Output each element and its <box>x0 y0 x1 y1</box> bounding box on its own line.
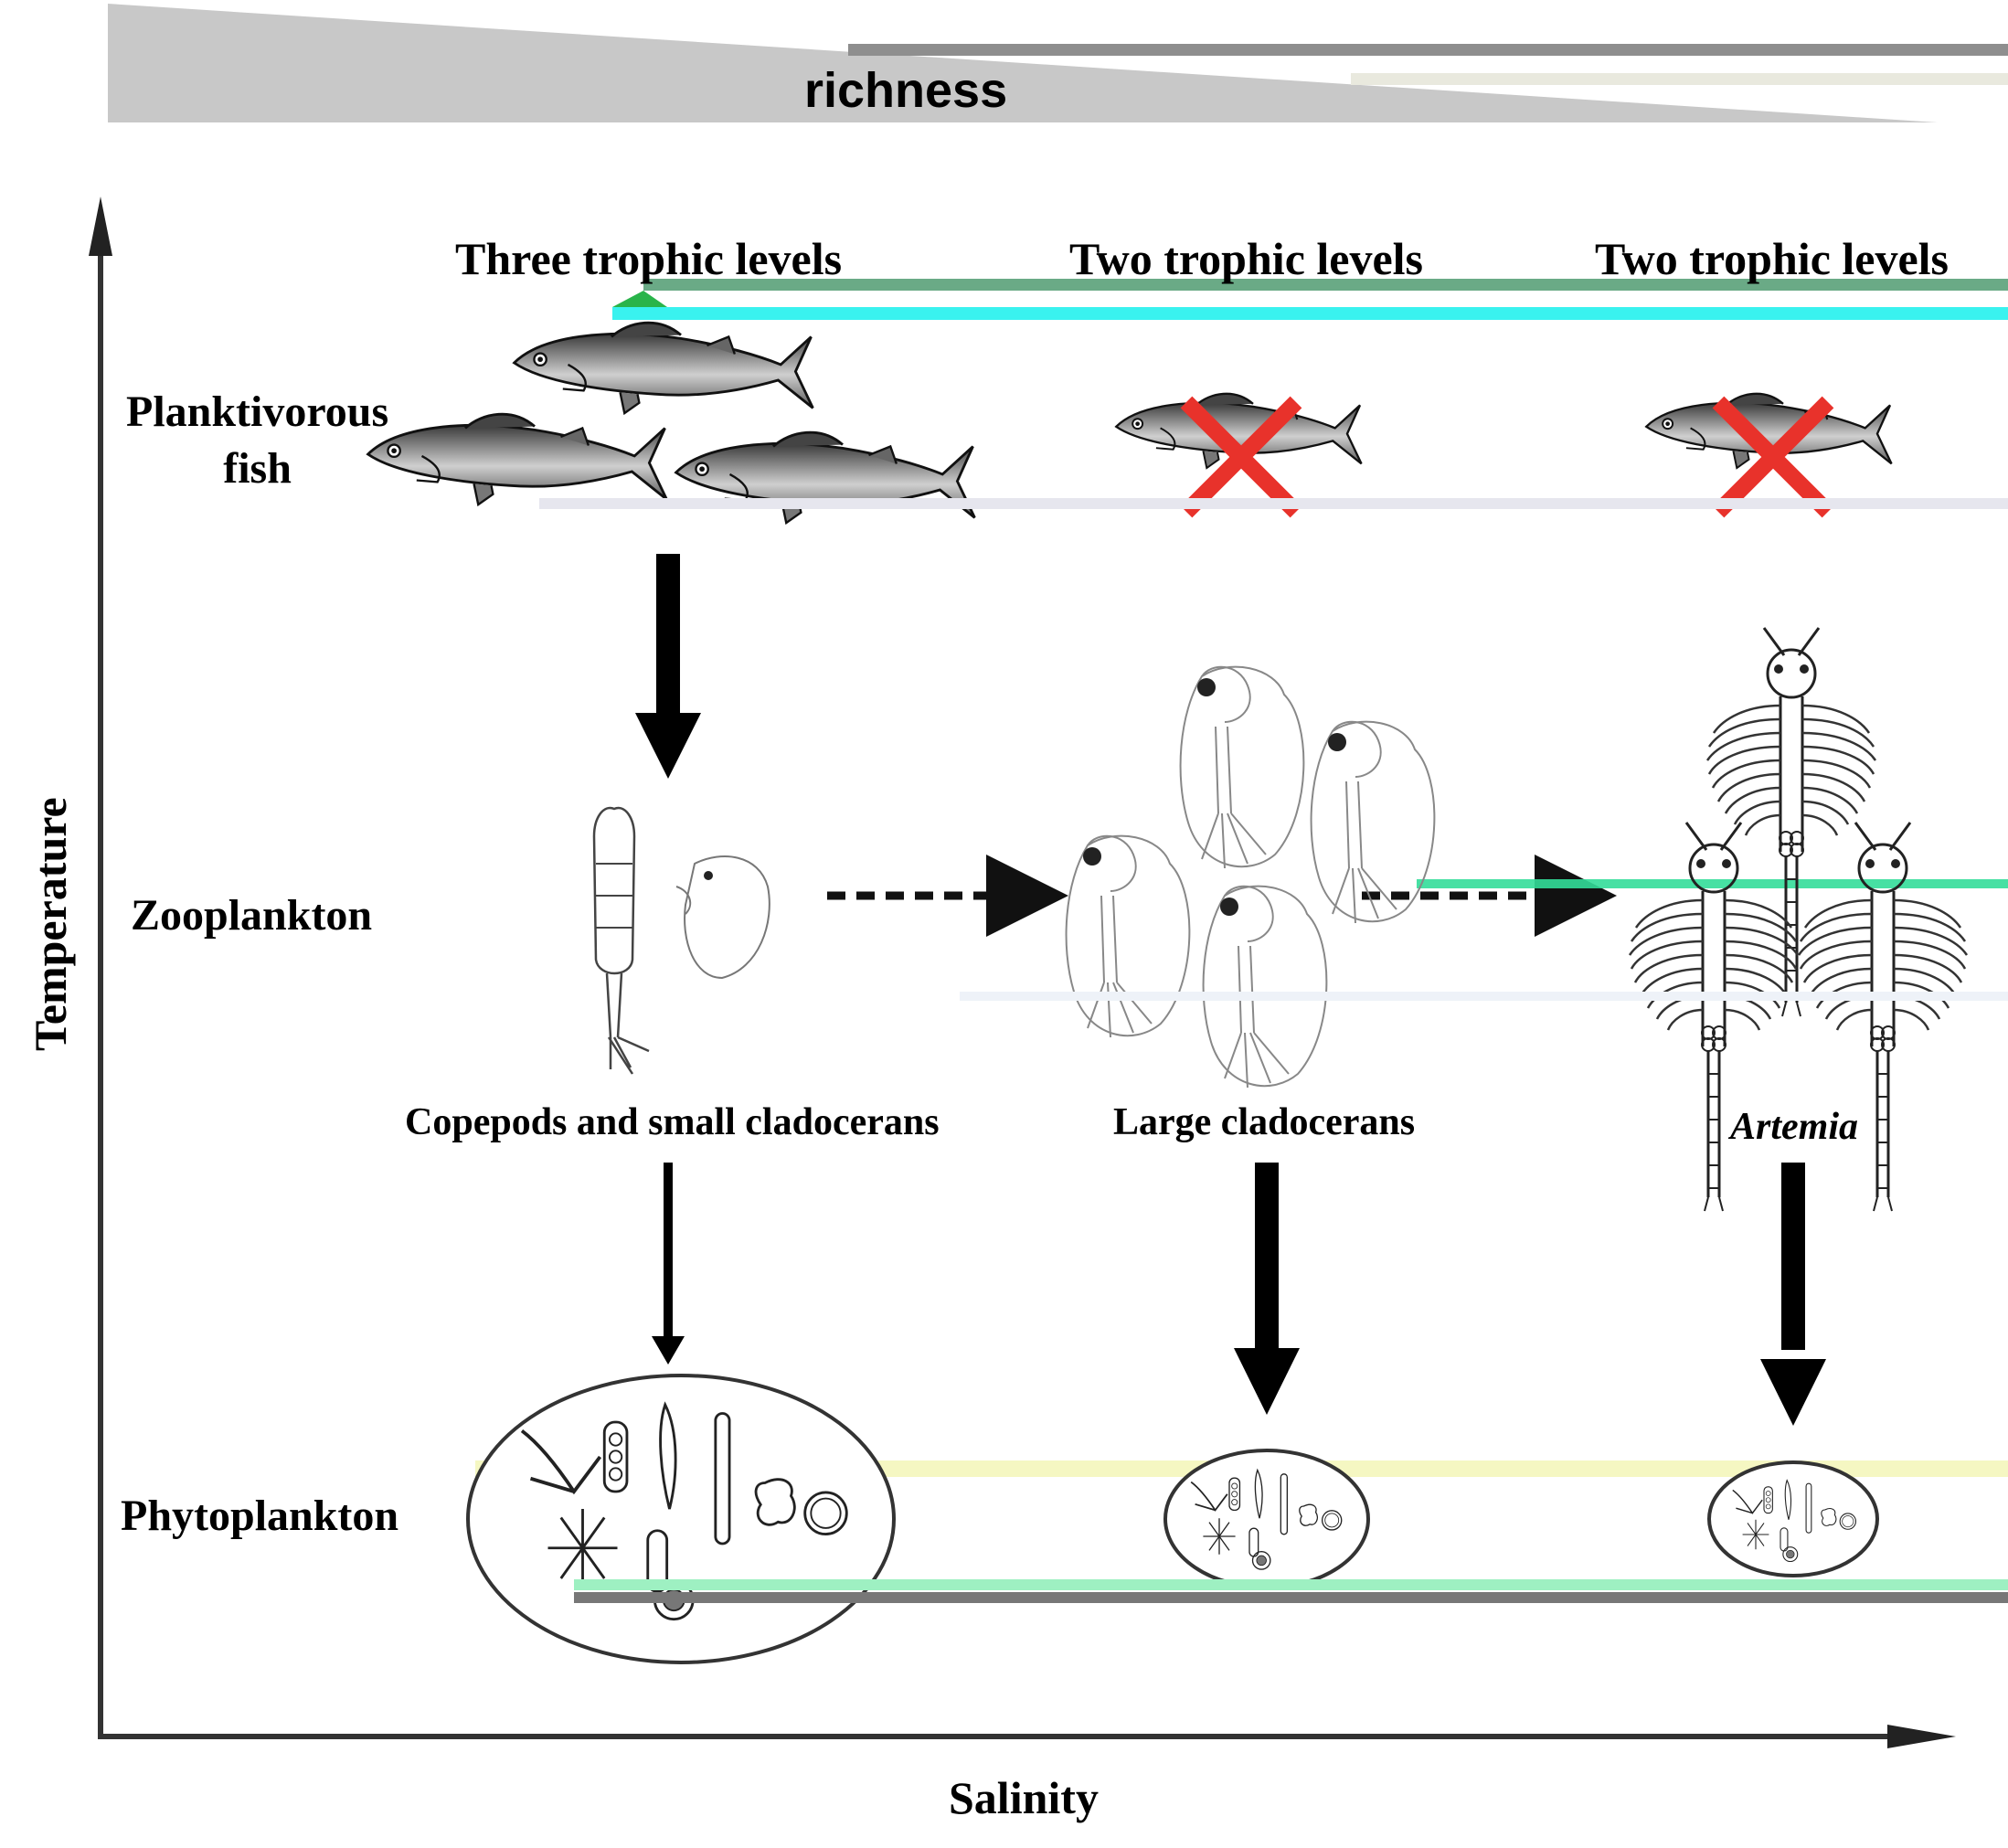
row-label-zooplankton: Zooplankton <box>131 891 373 940</box>
fish-absent-col3 <box>1645 392 1893 512</box>
richness-banner <box>108 4 2008 122</box>
large-cladoceran-icon <box>1202 885 1328 1089</box>
column-heading-3: Two trophic levels <box>1595 233 1950 284</box>
phytoplankton-large-ellipse <box>466 1374 896 1664</box>
phytoplankton-small-ellipse <box>1707 1460 1879 1577</box>
fish-group-present <box>367 321 976 525</box>
large-cladoceran-icon <box>1065 834 1191 1038</box>
fish-icon <box>367 412 668 506</box>
caption-copepods: Copepods and small cladocerans <box>405 1101 940 1143</box>
large-cladoceran-icon <box>1179 665 1305 869</box>
fish-icon <box>513 321 814 415</box>
axes <box>89 196 1956 1748</box>
arrow-zoo-to-phyto-col3 <box>1760 1163 1826 1426</box>
fish-icon <box>675 430 976 525</box>
row-label-fish: Planktivorous fish <box>126 388 389 494</box>
arrow-zoo-to-phyto-col2 <box>1234 1163 1300 1415</box>
row-label-phytoplankton: Phytoplankton <box>121 1492 399 1540</box>
column-heading-1: Three trophic levels <box>455 233 843 284</box>
large-cladocerans-group <box>1065 665 1436 1089</box>
x-axis-arrowhead <box>1887 1725 1956 1748</box>
richness-label: richness <box>804 63 1008 118</box>
copepod-icon <box>592 806 650 1075</box>
artemia-icon <box>1705 626 1877 1018</box>
caption-large-cladocerans: Large cladocerans <box>1113 1101 1416 1143</box>
phytoplankton-medium-ellipse <box>1163 1449 1370 1589</box>
x-axis-label: Salinity <box>949 1772 1099 1823</box>
y-axis-arrowhead <box>89 196 112 256</box>
caption-artemia: Artemia <box>1730 1106 1859 1148</box>
small-cladoceran-icon <box>675 855 770 980</box>
fish-absent-col2 <box>1115 392 1363 512</box>
y-axis-label: Temperature <box>25 797 76 1051</box>
arrow-fish-to-zooplankton <box>635 554 701 779</box>
arrow-zoo-to-phyto-col1 <box>652 1163 685 1365</box>
column-heading-2: Two trophic levels <box>1069 233 1424 284</box>
